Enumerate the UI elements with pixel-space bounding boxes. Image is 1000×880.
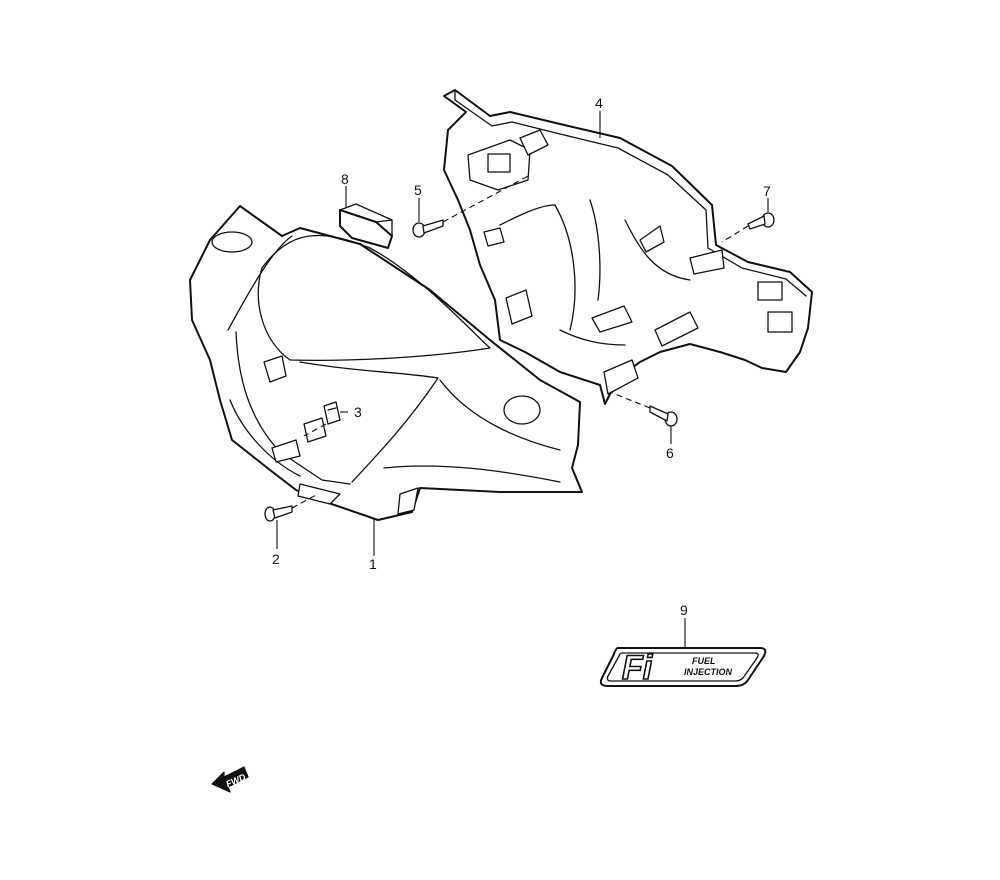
fuel-injection-decal[interactable]: Fi FUEL INJECTION: [599, 647, 767, 688]
callout-7: 7: [763, 183, 771, 199]
screw-2[interactable]: [264, 505, 293, 522]
assembly-line-7: [721, 225, 749, 243]
front-handlebar-cover[interactable]: [189, 205, 583, 521]
screw-6[interactable]: [649, 405, 678, 427]
decal-line-1: FUEL: [692, 656, 716, 666]
callout-1: 1: [369, 556, 377, 572]
callout-6: 6: [666, 445, 674, 461]
callout-3: 3: [354, 404, 362, 420]
callout-4: 4: [595, 95, 603, 111]
pad[interactable]: [339, 203, 393, 249]
callout-2: 2: [272, 551, 280, 567]
callout-9: 9: [680, 602, 688, 618]
callout-5: 5: [414, 182, 422, 198]
clip-nut[interactable]: [323, 401, 341, 425]
fwd-label: FWD: [224, 772, 247, 790]
decal-line-2: INJECTION: [684, 667, 733, 677]
assembly-line-5: [442, 174, 531, 223]
rear-handlebar-cover[interactable]: [443, 89, 813, 405]
assembly-line-2: [291, 493, 319, 509]
assembly-line-6: [609, 391, 651, 409]
assembly-line-3: [303, 423, 327, 437]
callout-8: 8: [341, 171, 349, 187]
decal-logo: Fi: [622, 649, 654, 687]
screw-7[interactable]: [747, 212, 775, 230]
screw-5[interactable]: [412, 219, 444, 238]
fwd-arrow-icon: FWD: [211, 766, 249, 793]
